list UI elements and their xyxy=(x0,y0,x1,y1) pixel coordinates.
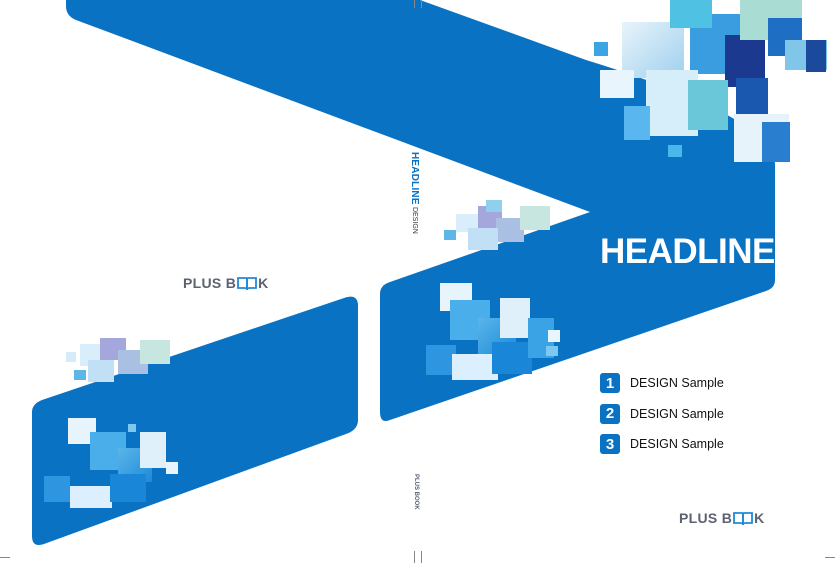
logo-text-suffix: K xyxy=(754,510,765,526)
list-item-label: DESIGN Sample xyxy=(630,437,724,451)
logo-text-prefix: PLUS B xyxy=(183,275,237,291)
number-badge: 1 xyxy=(600,373,620,393)
list-item-label: DESIGN Sample xyxy=(630,376,724,390)
cube-cluster-front-upper xyxy=(444,200,550,250)
front-logo: PLUS B K xyxy=(679,510,765,526)
crop-mark xyxy=(414,0,415,8)
list-item-label: DESIGN Sample xyxy=(630,406,724,421)
crop-mark xyxy=(825,557,835,558)
number-badge: 3 xyxy=(600,434,620,454)
list-item: 3 DESIGN Sample xyxy=(600,433,724,455)
crop-mark xyxy=(414,551,415,563)
number-badge: 2 xyxy=(600,403,620,424)
cube-cluster-back-lower xyxy=(44,418,178,508)
spine-headline: HEADLINE xyxy=(409,152,420,205)
logo-text-prefix: PLUS B xyxy=(679,510,733,526)
open-book-icon xyxy=(237,276,258,290)
cube-cluster-front-band xyxy=(426,283,560,380)
spine-subtitle: DESIGN xyxy=(411,207,418,234)
crop-mark xyxy=(421,551,422,563)
open-book-icon xyxy=(733,511,754,525)
front-headline: HEADLINE xyxy=(600,232,775,271)
list-item: 1 DESIGN Sample xyxy=(600,372,724,394)
list-item: 2 DESIGN Sample xyxy=(600,403,724,425)
spine-logo: PLUS BOOK xyxy=(413,474,419,510)
crop-mark xyxy=(0,557,10,558)
back-logo: PLUS B K xyxy=(183,275,269,291)
cube-cluster-back-upper xyxy=(66,338,170,382)
front-chevron-band xyxy=(66,0,775,421)
cube-cluster-top xyxy=(594,0,827,162)
logo-text-suffix: K xyxy=(258,275,269,291)
crop-mark xyxy=(421,0,422,8)
design-list: 1 DESIGN Sample 2 DESIGN Sample 3 DESIGN… xyxy=(600,372,724,464)
